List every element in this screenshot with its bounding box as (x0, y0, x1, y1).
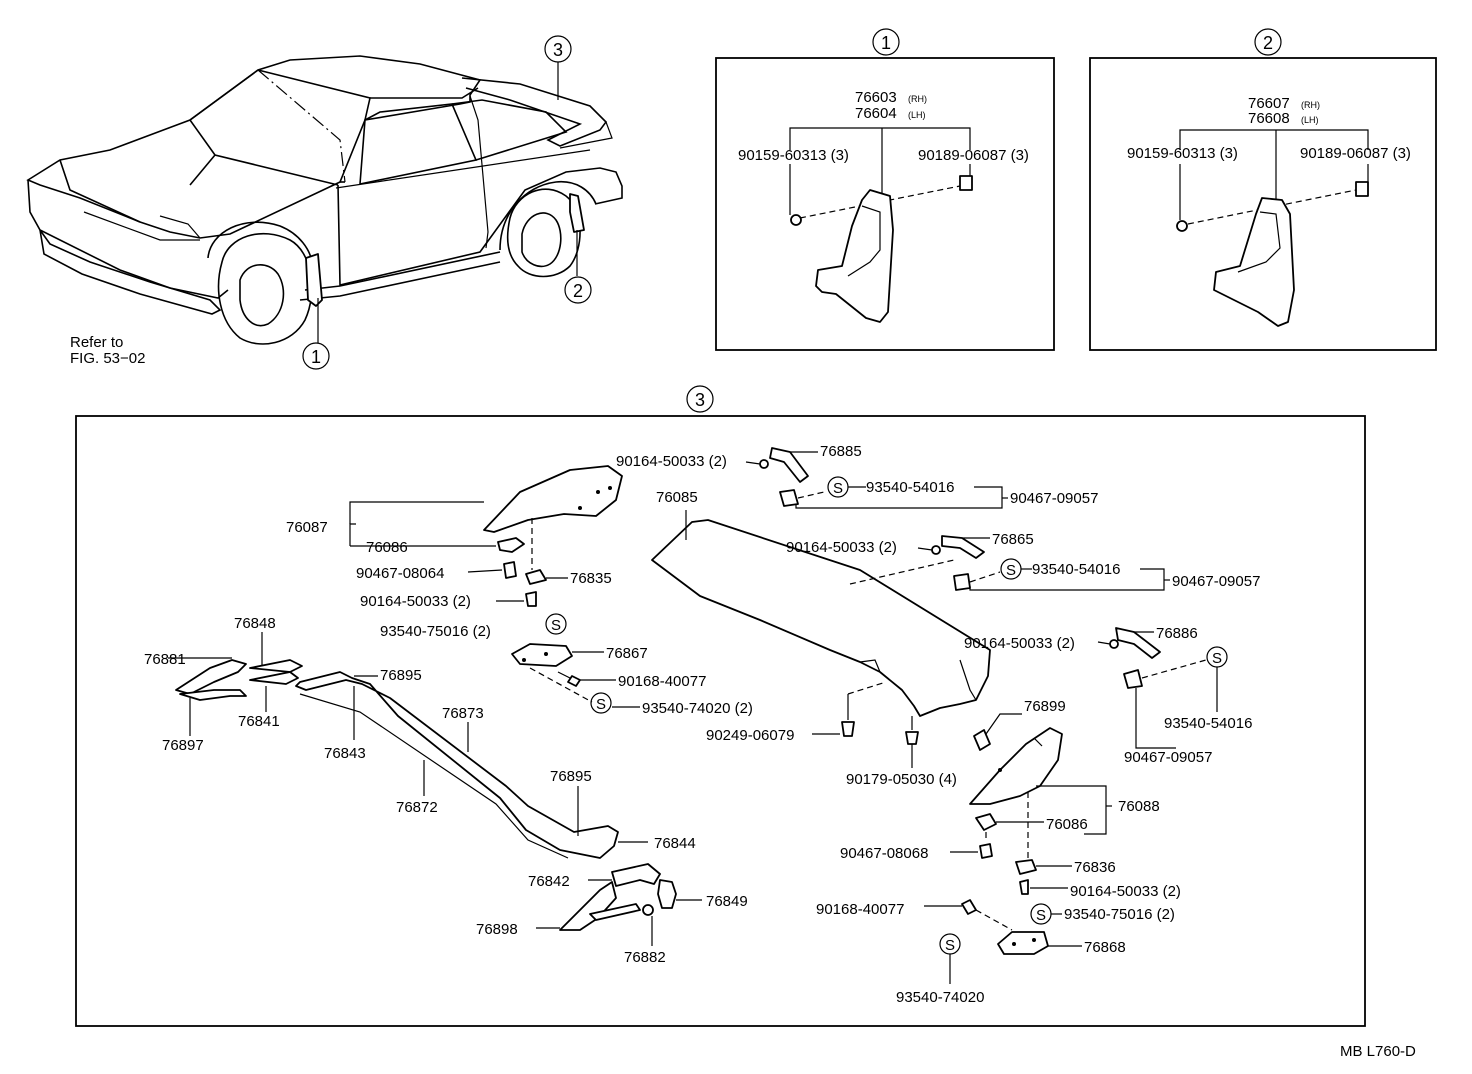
svg-text:S: S (833, 480, 843, 497)
box1-part-lh: 76604 (855, 105, 897, 122)
label-76085: 76085 (656, 489, 698, 506)
box2-bolt: 90159-60313 (3) (1127, 145, 1238, 162)
label-76835: 76835 (570, 570, 612, 587)
label-76836: 76836 (1074, 859, 1116, 876)
label-90164-50033-c: 90164-50033 (2) (786, 539, 897, 556)
svg-text:S: S (1006, 562, 1016, 579)
label-90467-09057-a: 90467-09057 (1010, 490, 1098, 507)
refer-line-1: Refer to (70, 334, 123, 351)
callout-1-car: 1 (311, 347, 321, 367)
box-3-rear-spoiler: 3 S S (75, 385, 1366, 1027)
box2-part-lh: 76608 (1248, 110, 1290, 127)
label-93540-74020-b: 93540-74020 (896, 989, 984, 1006)
drawing-code: MB L760-D (1340, 1043, 1416, 1060)
label-76872: 76872 (396, 799, 438, 816)
label-76881: 76881 (144, 651, 186, 668)
label-90467-09057-c: 90467-09057 (1124, 749, 1212, 766)
label-76897: 76897 (162, 737, 204, 754)
label-76899: 76899 (1024, 698, 1066, 715)
label-90164-50033-a: 90164-50033 (2) (616, 453, 727, 470)
label-76865: 76865 (992, 531, 1034, 548)
box2-part-rh: 76607 (1248, 95, 1290, 112)
label-90249-06079: 90249-06079 (706, 727, 794, 744)
label-76088: 76088 (1118, 798, 1160, 815)
label-90179-05030: 90179-05030 (4) (846, 771, 957, 788)
label-90467-08068: 90467-08068 (840, 845, 928, 862)
callout-2-box: 2 (1263, 33, 1273, 53)
svg-text:S: S (1212, 650, 1222, 667)
label-76087: 76087 (286, 519, 328, 536)
refer-line-2: FIG. 53−02 (70, 350, 145, 367)
label-76848: 76848 (234, 615, 276, 632)
label-90164-50033-e: 90164-50033 (2) (1070, 883, 1181, 900)
svg-text:S: S (1036, 907, 1046, 924)
callout-3-car: 3 (553, 40, 563, 60)
label-93540-75016-a: 93540-75016 (2) (380, 623, 491, 640)
label-90164-50033-d: 90164-50033 (2) (964, 635, 1075, 652)
label-76849: 76849 (706, 893, 748, 910)
box-1-front-mudguard: 1 76603 (RH) 76604 (LH) 90159-60313 (3) … (715, 28, 1055, 351)
box1-nut: 90189-06087 (3) (918, 147, 1029, 164)
label-76867: 76867 (606, 645, 648, 662)
label-93540-54016-a: 93540-54016 (866, 479, 954, 496)
callout-2-car: 2 (573, 281, 583, 301)
box1-part-rh: 76603 (855, 89, 897, 106)
svg-text:S: S (551, 617, 561, 634)
label-76898: 76898 (476, 921, 518, 938)
label-76873: 76873 (442, 705, 484, 722)
box-2-rear-mudguard: 2 76607 (RH) 76608 (LH) 90159-60313 (3) … (1089, 28, 1437, 351)
label-76842: 76842 (528, 873, 570, 890)
box1-bolt: 90159-60313 (3) (738, 147, 849, 164)
label-76843: 76843 (324, 745, 366, 762)
label-76882: 76882 (624, 949, 666, 966)
svg-text:(LH): (LH) (908, 110, 926, 120)
label-76895-b: 76895 (550, 768, 592, 785)
car-overview: 1 2 3 Refer to FIG. 53−02 (26, 35, 623, 370)
label-76895-a: 76895 (380, 667, 422, 684)
label-76086-b: 76086 (1046, 816, 1088, 833)
label-90467-08064: 90467-08064 (356, 565, 444, 582)
label-76868: 76868 (1084, 939, 1126, 956)
svg-text:S: S (596, 696, 606, 713)
svg-text:(RH): (RH) (908, 94, 927, 104)
label-93540-54016-c: 93540-54016 (1164, 715, 1252, 732)
label-76086-a: 76086 (366, 539, 408, 556)
label-93540-54016-b: 93540-54016 (1032, 561, 1120, 578)
label-90168-40077-b: 90168-40077 (816, 901, 904, 918)
label-93540-75016-b: 93540-75016 (2) (1064, 906, 1175, 923)
svg-text:(RH): (RH) (1301, 100, 1320, 110)
svg-text:(LH): (LH) (1301, 115, 1319, 125)
label-90168-40077-a: 90168-40077 (618, 673, 706, 690)
label-93540-74020-a: 93540-74020 (2) (642, 700, 753, 717)
svg-text:S: S (945, 937, 955, 954)
label-76844: 76844 (654, 835, 696, 852)
label-76841: 76841 (238, 713, 280, 730)
callout-1-box: 1 (881, 33, 891, 53)
label-76885: 76885 (820, 443, 862, 460)
callout-3-box: 3 (695, 390, 705, 410)
label-90164-50033-b: 90164-50033 (2) (360, 593, 471, 610)
label-90467-09057-b: 90467-09057 (1172, 573, 1260, 590)
box2-nut: 90189-06087 (3) (1300, 145, 1411, 162)
label-76886: 76886 (1156, 625, 1198, 642)
